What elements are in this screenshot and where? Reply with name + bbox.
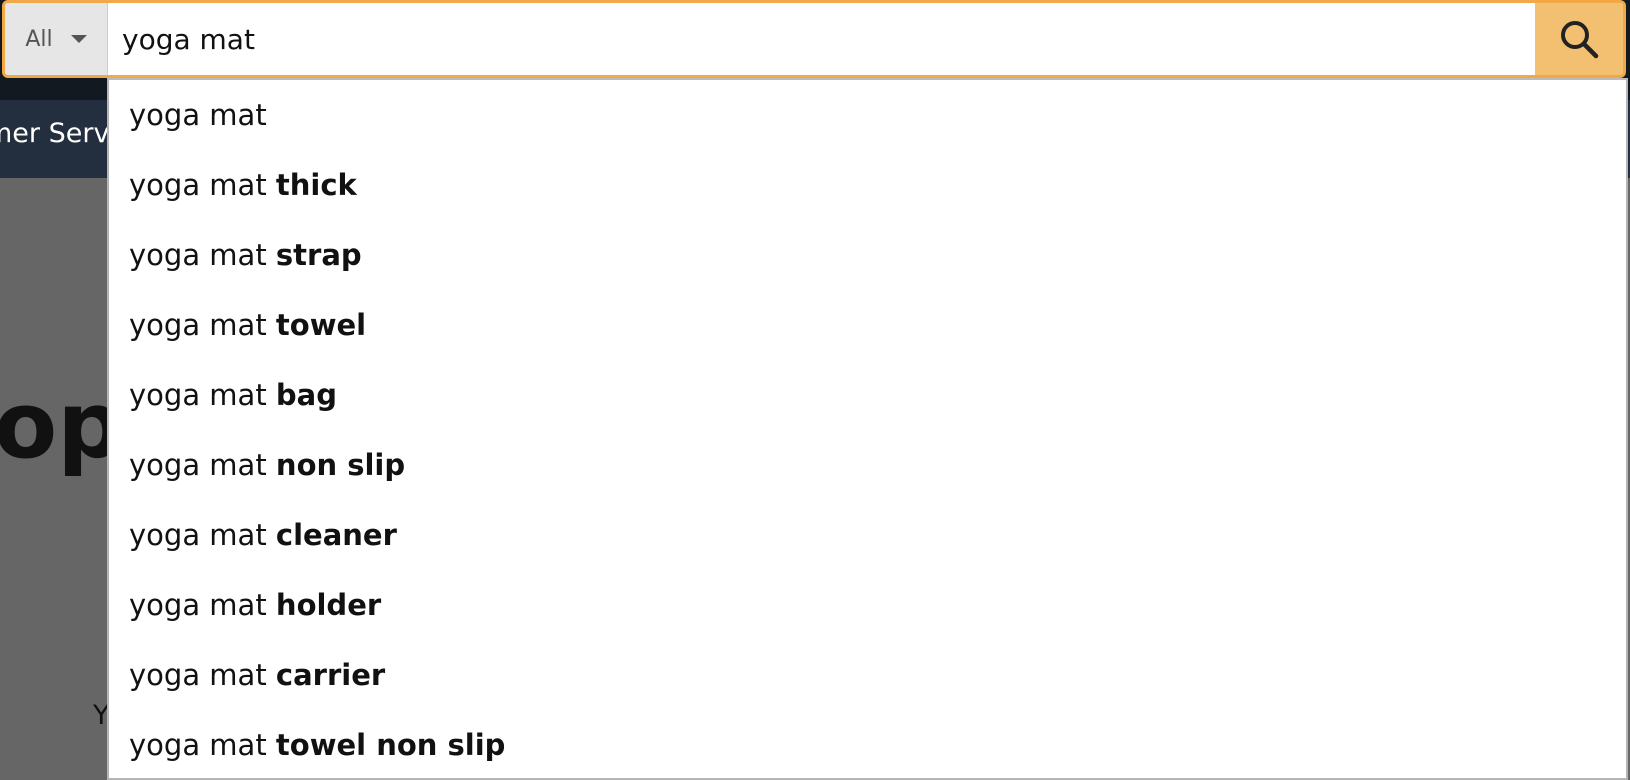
- suggestion-completion: holder: [275, 588, 382, 622]
- suggestion-prefix: yoga mat: [129, 378, 276, 412]
- search-icon: [1561, 21, 1599, 59]
- suggestion-completion: towel non slip: [275, 728, 506, 762]
- suggestion-completion: strap: [275, 238, 362, 272]
- suggestion-prefix: yoga mat: [129, 658, 276, 692]
- search-bar: All: [2, 0, 1626, 78]
- suggestion-prefix: yoga mat: [129, 518, 276, 552]
- scope-label: All: [25, 26, 53, 52]
- suggestion-completion: towel: [275, 308, 367, 342]
- suggestion-item[interactable]: yoga mat towel non slip: [109, 710, 1626, 780]
- suggestion-item[interactable]: yoga mat strap: [109, 220, 1626, 290]
- suggestion-prefix: yoga mat: [129, 728, 276, 762]
- suggestion-item[interactable]: yoga mat towel: [109, 290, 1626, 360]
- suggestion-item[interactable]: yoga mat cleaner: [109, 500, 1626, 570]
- suggestion-item[interactable]: yoga mat carrier: [109, 640, 1626, 710]
- suggestion-completion: carrier: [275, 658, 386, 692]
- suggestion-completion: cleaner: [275, 518, 397, 552]
- suggestion-prefix: yoga mat: [129, 448, 276, 482]
- suggestion-prefix: yoga mat: [129, 98, 267, 132]
- suggestion-prefix: yoga mat: [129, 168, 276, 202]
- suggestion-completion: thick: [275, 168, 357, 202]
- suggestion-completion: bag: [275, 378, 338, 412]
- suggestion-item[interactable]: yoga mat thick: [109, 150, 1626, 220]
- background-text: Y: [93, 700, 110, 731]
- suggestion-item[interactable]: yoga mat bag: [109, 360, 1626, 430]
- hero-heading: op: [0, 372, 124, 479]
- caret-down-icon: [70, 35, 87, 43]
- suggestion-completion: non slip: [275, 448, 406, 482]
- search-button[interactable]: [1535, 3, 1623, 75]
- suggestion-prefix: yoga mat: [129, 238, 276, 272]
- suggestion-prefix: yoga mat: [129, 308, 276, 342]
- search-input[interactable]: [108, 3, 1535, 75]
- search-scope-dropdown[interactable]: All: [5, 3, 108, 75]
- suggestion-item[interactable]: yoga mat: [109, 80, 1626, 150]
- suggestion-item[interactable]: yoga mat holder: [109, 570, 1626, 640]
- suggestion-item[interactable]: yoga mat non slip: [109, 430, 1626, 500]
- suggestion-prefix: yoga mat: [129, 588, 276, 622]
